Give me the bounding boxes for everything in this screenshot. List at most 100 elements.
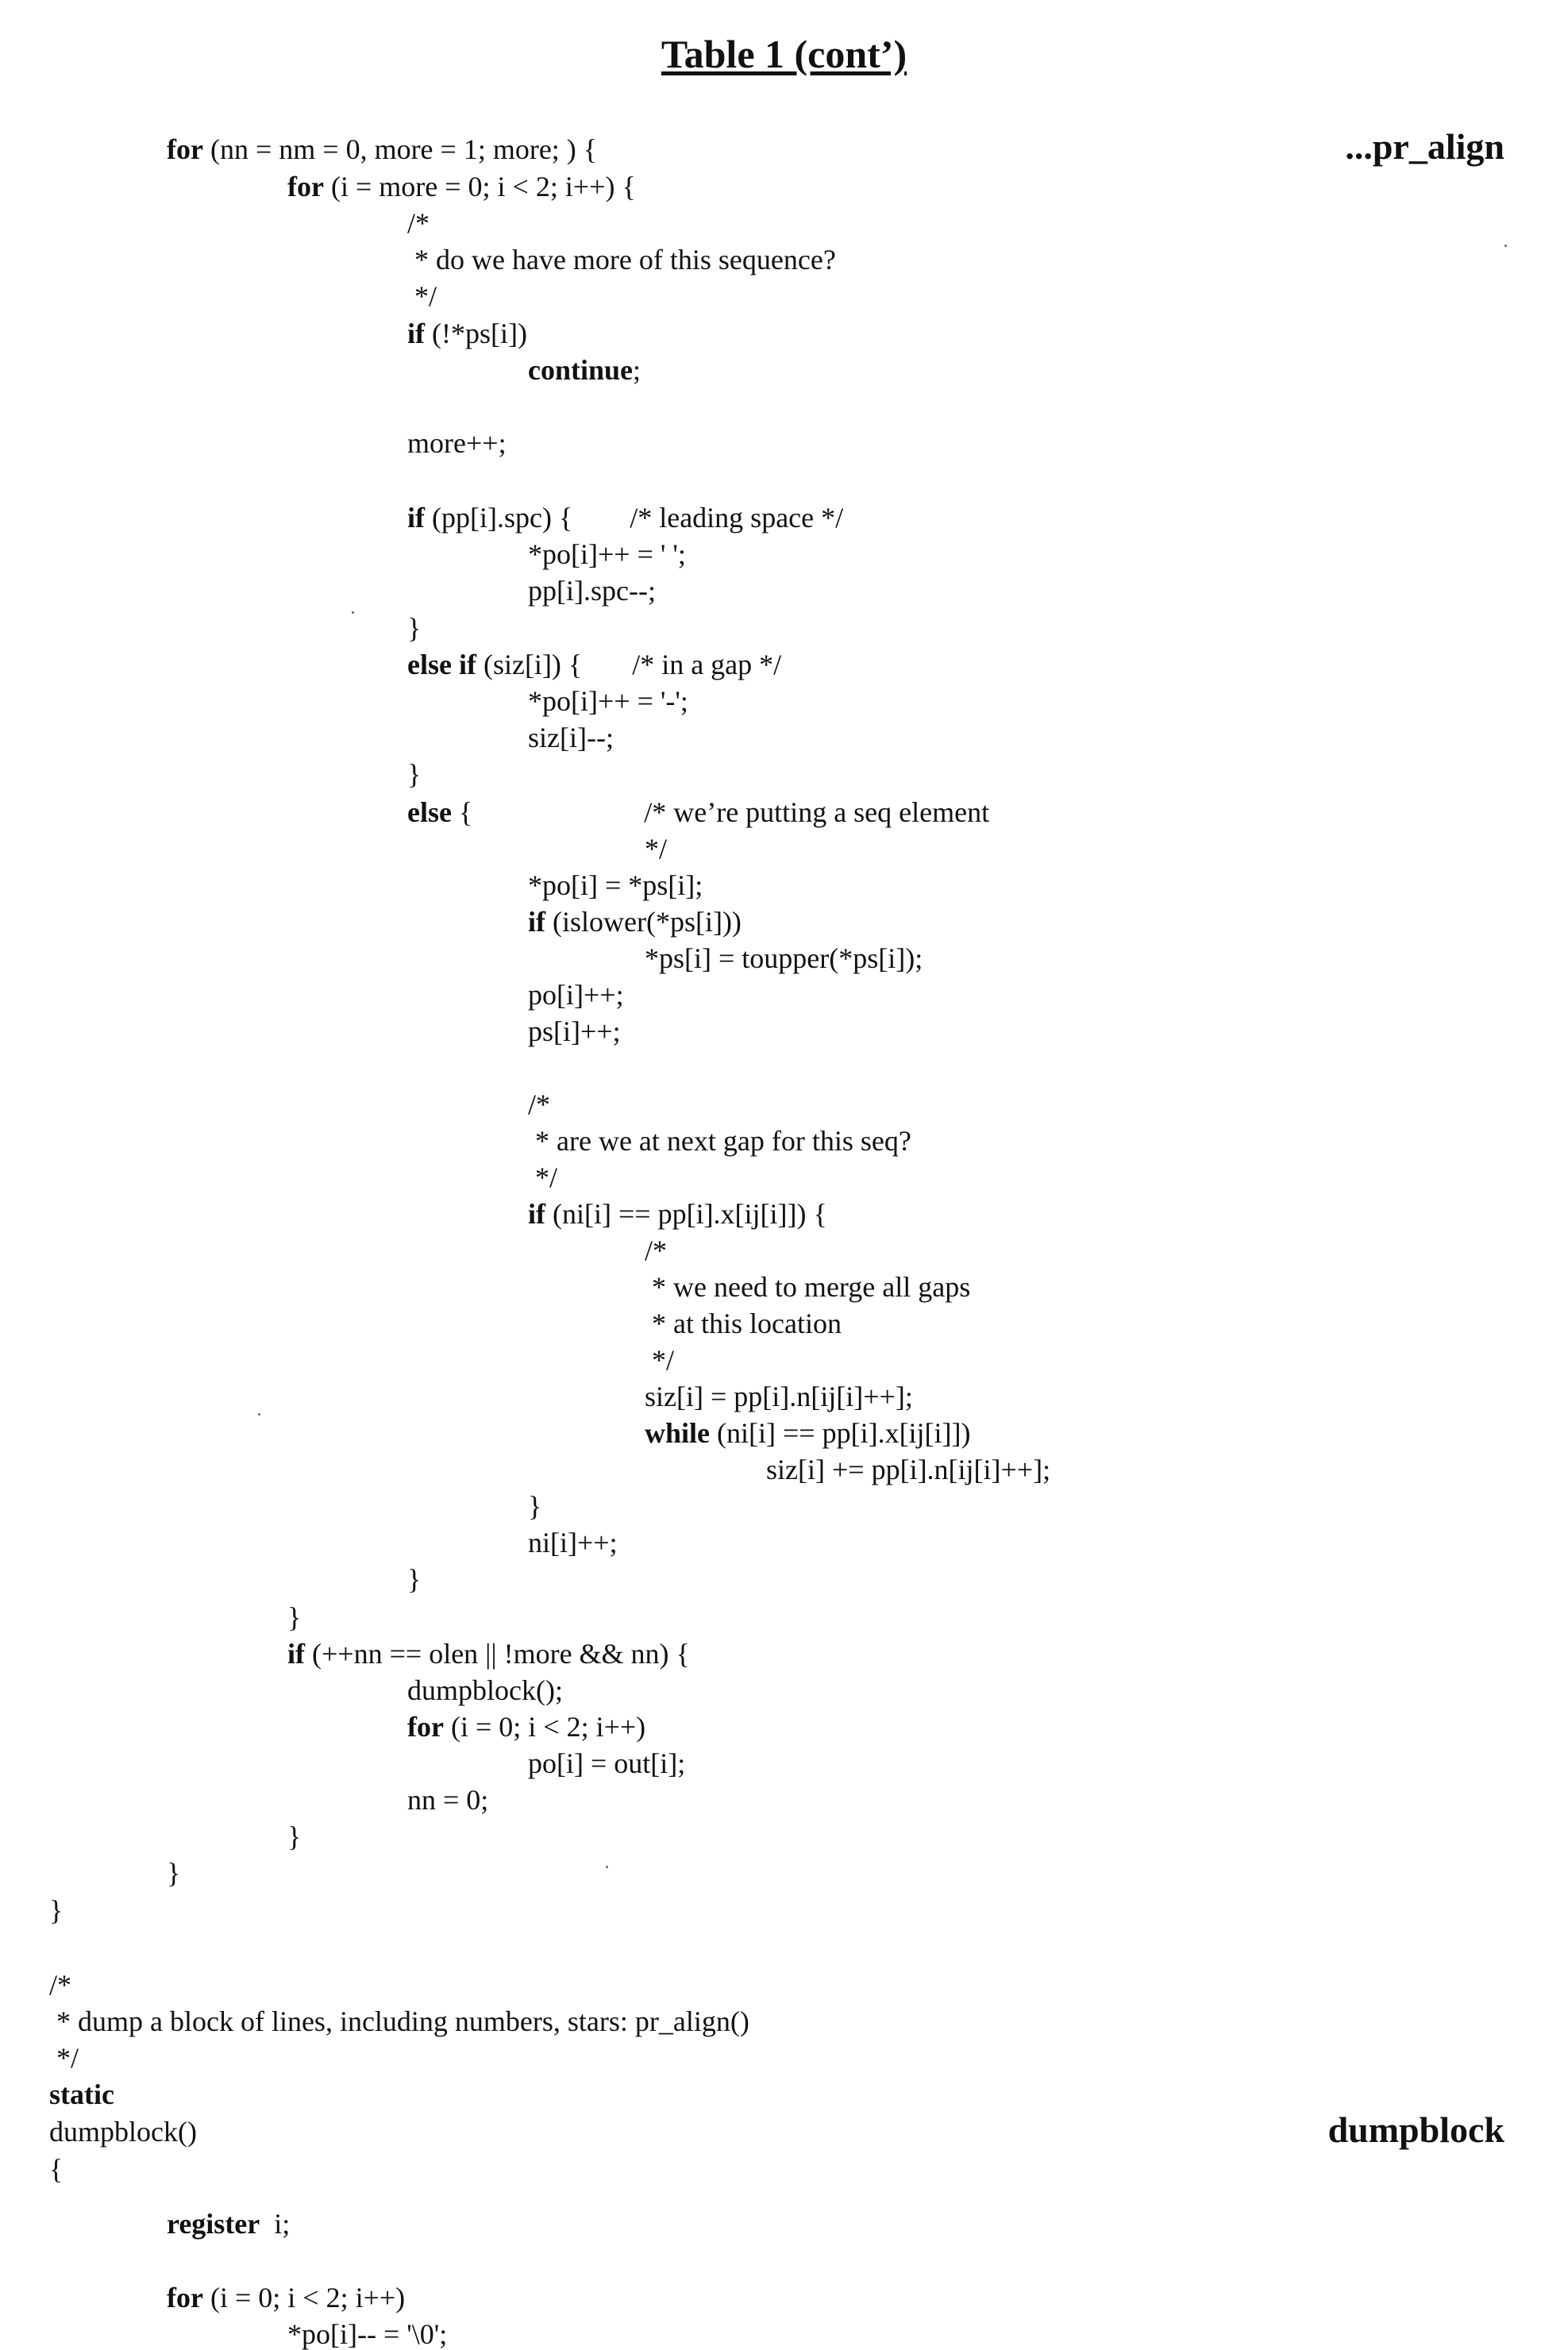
- code-text: *ps[i] = toupper(*ps[i]);: [645, 942, 923, 974]
- code-text: */: [645, 833, 667, 865]
- code-line: * are we at next gap for this seq?: [528, 1125, 911, 1157]
- code-text: ps[i]++;: [528, 1015, 621, 1047]
- code-text: *po[i] = *ps[i];: [528, 869, 703, 901]
- code-line: /*: [407, 207, 430, 239]
- code-line: for (i = more = 0; i < 2; i++) {: [287, 171, 636, 202]
- code-keyword: register: [167, 2208, 260, 2240]
- code-line: */: [49, 2042, 79, 2074]
- code-text: }: [287, 1601, 301, 1633]
- code-text: * are we at next gap for this seq?: [528, 1125, 911, 1157]
- code-line: }: [167, 1857, 180, 1889]
- code-line: if (ni[i] == pp[i].x[ij[i]]) {: [528, 1198, 827, 1230]
- code-line: register i;: [167, 2208, 290, 2240]
- code-line: */: [528, 1162, 557, 1193]
- code-line: {: [49, 2153, 63, 2185]
- code-text: }: [528, 1490, 541, 1522]
- code-text: nn = 0;: [407, 1784, 488, 1816]
- code-line: *po[i]++ = ' ';: [528, 538, 686, 570]
- code-text: (i = more = 0; i < 2; i++) {: [324, 171, 636, 202]
- code-text: pp[i].spc--;: [528, 575, 656, 607]
- code-line: if (pp[i].spc) { /* leading space */: [407, 502, 843, 534]
- code-keyword: if: [287, 1638, 305, 1670]
- code-line: siz[i] += pp[i].n[ij[i]++];: [766, 1454, 1050, 1485]
- code-line: more++;: [407, 427, 507, 459]
- code-text: /*: [645, 1235, 667, 1266]
- code-text: */: [645, 1344, 674, 1376]
- code-text: * do we have more of this sequence?: [407, 244, 836, 275]
- code-keyword: for: [167, 133, 203, 165]
- code-text: { /* we’re putting a seq element: [452, 796, 989, 828]
- code-keyword: if: [407, 318, 425, 349]
- code-text: po[i]++;: [528, 979, 624, 1011]
- code-text: siz[i]--;: [528, 722, 614, 753]
- code-text: }: [49, 1894, 63, 1926]
- code-text: (pp[i].spc) { /* leading space */: [425, 502, 843, 534]
- code-line: if (islower(*ps[i])): [528, 906, 742, 938]
- code-keyword: else if: [407, 649, 476, 680]
- code-keyword: for: [407, 1711, 444, 1743]
- code-line: else if (siz[i]) { /* in a gap */: [407, 649, 781, 680]
- code-line: }: [407, 612, 421, 644]
- code-text: */: [407, 280, 437, 312]
- code-line: *po[i] = *ps[i];: [528, 869, 703, 901]
- code-keyword: for: [167, 2282, 203, 2313]
- code-text: dumpblock(): [49, 2116, 197, 2148]
- code-line: *po[i]++ = '-';: [528, 685, 688, 717]
- code-line: for (i = 0; i < 2; i++): [167, 2282, 405, 2313]
- code-line: ni[i]++;: [528, 1527, 618, 1558]
- code-line: * dump a block of lines, including numbe…: [49, 2005, 749, 2037]
- code-text: ni[i]++;: [528, 1527, 618, 1558]
- code-line: }: [528, 1490, 541, 1522]
- code-text: i;: [260, 2208, 290, 2240]
- scan-speck: [258, 1413, 260, 1416]
- code-keyword: if: [407, 502, 425, 534]
- code-text: /*: [407, 207, 430, 239]
- code-line: *po[i]-- = '\0';: [287, 2318, 447, 2350]
- code-line: continue;: [528, 354, 641, 386]
- code-text: {: [49, 2153, 63, 2185]
- code-line: while (ni[i] == pp[i].x[ij[i]]): [645, 1417, 971, 1449]
- code-text: }: [167, 1857, 180, 1889]
- code-text: (ni[i] == pp[i].x[ij[i]]) {: [545, 1198, 827, 1230]
- code-text: * we need to merge all gaps: [645, 1271, 970, 1303]
- code-line: }: [407, 758, 421, 790]
- code-line: siz[i]--;: [528, 722, 614, 753]
- code-keyword: continue: [528, 354, 633, 386]
- code-line: else { /* we’re putting a seq element: [407, 796, 989, 828]
- code-text: dumpblock();: [407, 1674, 563, 1706]
- code-line: dumpblock(): [49, 2116, 197, 2148]
- code-keyword: if: [528, 906, 545, 938]
- code-text: (i = 0; i < 2; i++): [444, 1711, 645, 1743]
- code-line: */: [645, 1344, 674, 1376]
- code-text: siz[i] += pp[i].n[ij[i]++];: [766, 1454, 1050, 1485]
- code-text: * at this location: [645, 1308, 842, 1339]
- scan-speck: [1504, 245, 1507, 247]
- code-line: /*: [49, 1969, 71, 2001]
- code-line: }: [287, 1820, 301, 1852]
- code-text: *po[i]++ = ' ';: [528, 538, 686, 570]
- code-line: pp[i].spc--;: [528, 575, 656, 607]
- code-text: (siz[i]) { /* in a gap */: [476, 649, 781, 680]
- code-keyword: static: [49, 2078, 114, 2110]
- code-line: /*: [645, 1235, 667, 1266]
- code-text: }: [287, 1820, 301, 1852]
- code-line: }: [407, 1563, 421, 1595]
- code-text: /*: [49, 1969, 71, 2001]
- code-line: */: [645, 833, 667, 865]
- code-line: dumpblock();: [407, 1674, 563, 1706]
- table-title: Table 1 (cont’): [0, 32, 1568, 76]
- code-keyword: if: [528, 1198, 545, 1230]
- scan-speck: [606, 1866, 608, 1868]
- code-line: static: [49, 2078, 114, 2110]
- code-line: ps[i]++;: [528, 1015, 621, 1047]
- code-line: po[i] = out[i];: [528, 1747, 685, 1779]
- code-keyword: for: [287, 171, 324, 202]
- code-text: more++;: [407, 427, 507, 459]
- code-text: (!*ps[i]): [425, 318, 527, 349]
- code-text: ;: [633, 354, 641, 386]
- code-line: * do we have more of this sequence?: [407, 244, 836, 275]
- code-line: po[i]++;: [528, 979, 624, 1011]
- code-text: (nn = nm = 0, more = 1; more; ) {: [203, 133, 597, 165]
- code-keyword: while: [645, 1417, 710, 1449]
